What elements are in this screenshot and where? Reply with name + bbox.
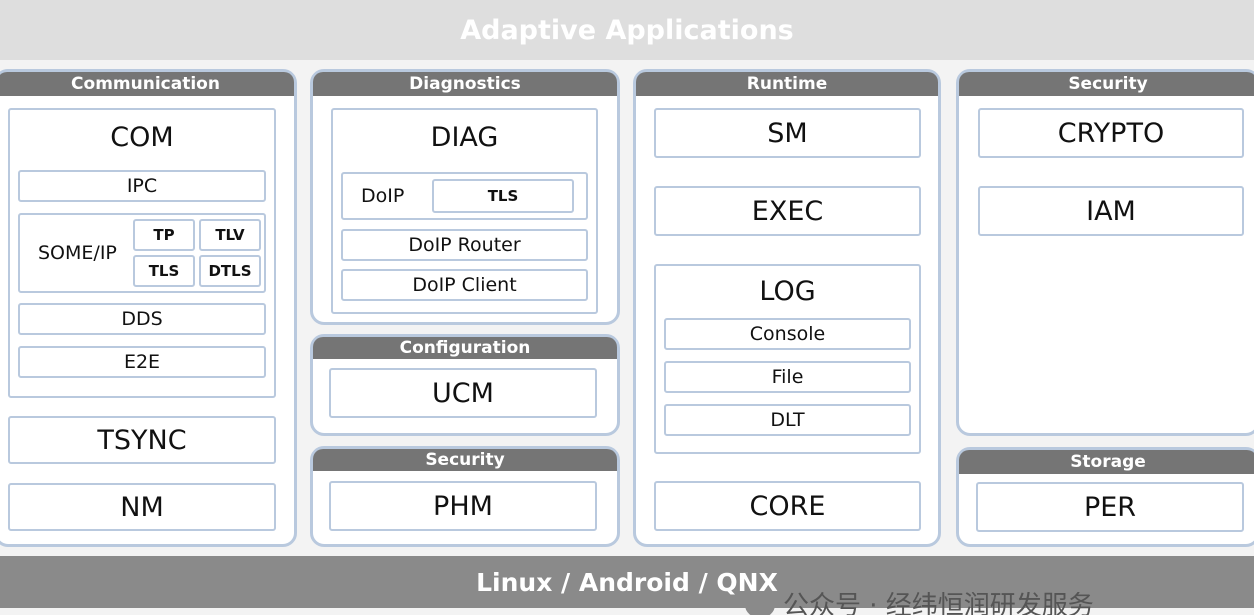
doip-tls-box: TLS (432, 179, 574, 213)
crypto-box: CRYPTO (978, 108, 1244, 158)
dlt-box: DLT (664, 404, 911, 436)
configuration-header: Configuration (313, 337, 617, 359)
watermark-text: 公众号 · 经纬恒润研发服务 (783, 592, 1094, 615)
someip-label: SOME/IP (38, 242, 117, 264)
ucm-box: UCM (329, 368, 597, 418)
core-box: CORE (654, 481, 921, 531)
diagnostics-header: Diagnostics (313, 72, 617, 96)
doip-client-box: DoIP Client (341, 269, 588, 301)
adaptive-applications-bar: Adaptive Applications (0, 0, 1254, 60)
iam-box: IAM (978, 186, 1244, 236)
dds-box: DDS (18, 303, 266, 335)
tp-box: TP (133, 219, 195, 251)
phm-box: PHM (329, 481, 597, 531)
exec-box: EXEC (654, 186, 921, 236)
sm-box: SM (654, 108, 921, 158)
tls-box: TLS (133, 255, 195, 287)
os-bar: Linux / Android / QNX (0, 556, 1254, 608)
doip-router-box: DoIP Router (341, 229, 588, 261)
log-label: LOG (759, 276, 816, 307)
diag-label: DIAG (430, 122, 499, 153)
doip-label: DoIP (361, 185, 405, 207)
communication-header: Communication (0, 72, 294, 96)
e2e-box: E2E (18, 346, 266, 378)
watermark: 公众号 · 经纬恒润研发服务 (745, 592, 1250, 615)
wechat-icon (745, 592, 775, 615)
nm-box: NM (8, 483, 276, 531)
security-right-header: Security (959, 72, 1254, 96)
storage-header: Storage (959, 450, 1254, 474)
tsync-box: TSYNC (8, 416, 276, 464)
runtime-header: Runtime (636, 72, 938, 96)
file-box: File (664, 361, 911, 393)
com-label: COM (110, 122, 174, 153)
per-box: PER (976, 482, 1244, 532)
security-middle-header: Security (313, 449, 617, 471)
console-box: Console (664, 318, 911, 350)
ipc-box: IPC (18, 170, 266, 202)
dtls-box: DTLS (199, 255, 261, 287)
tlv-box: TLV (199, 219, 261, 251)
